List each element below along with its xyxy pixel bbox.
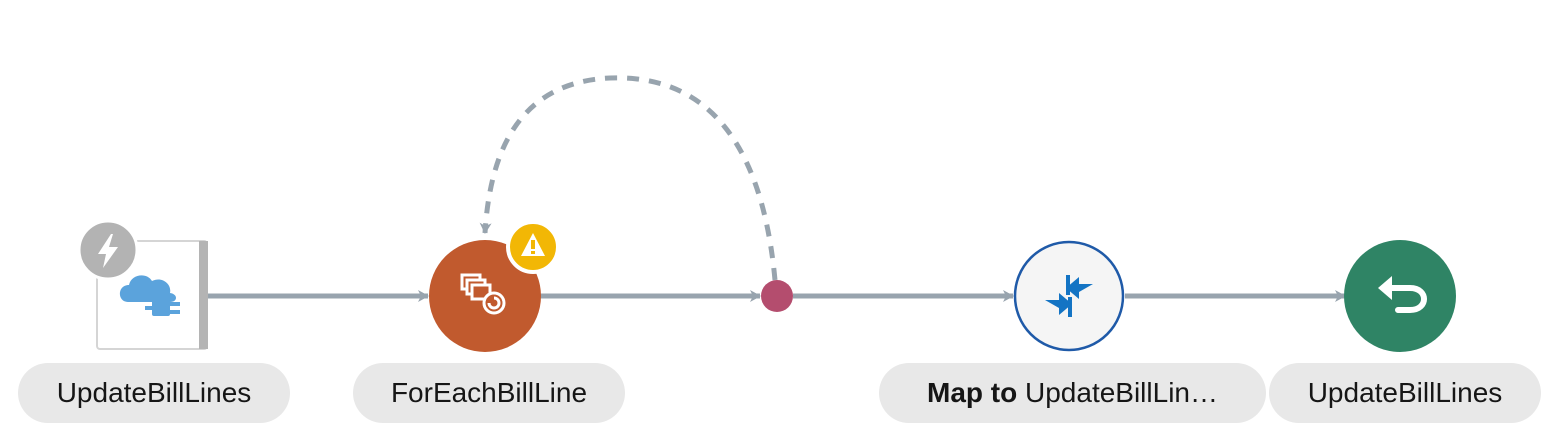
lightning-icon bbox=[98, 234, 118, 268]
for-each-label[interactable]: ForEachBillLine bbox=[353, 363, 625, 423]
map-arrows-icon bbox=[1045, 275, 1093, 317]
return-label[interactable]: UpdateBillLines bbox=[1269, 363, 1541, 423]
loop-end-dot-icon[interactable] bbox=[761, 280, 793, 312]
map-label-rest: UpdateBillLin… bbox=[1025, 377, 1218, 408]
for-each-icon bbox=[460, 273, 506, 315]
for-each-node[interactable] bbox=[429, 240, 541, 352]
return-icon bbox=[1378, 276, 1428, 313]
for-each-warning-badge bbox=[506, 220, 560, 274]
map-label-bold: Map to bbox=[927, 377, 1018, 408]
trigger-label[interactable]: UpdateBillLines bbox=[18, 363, 290, 423]
map-label[interactable]: Map to UpdateBillLin… bbox=[879, 363, 1266, 423]
loop-back-connector bbox=[479, 75, 778, 281]
cloud-adapter-icon bbox=[119, 275, 180, 316]
map-node[interactable] bbox=[1013, 240, 1125, 352]
return-node[interactable] bbox=[1344, 240, 1456, 352]
trigger-badge bbox=[77, 219, 139, 281]
